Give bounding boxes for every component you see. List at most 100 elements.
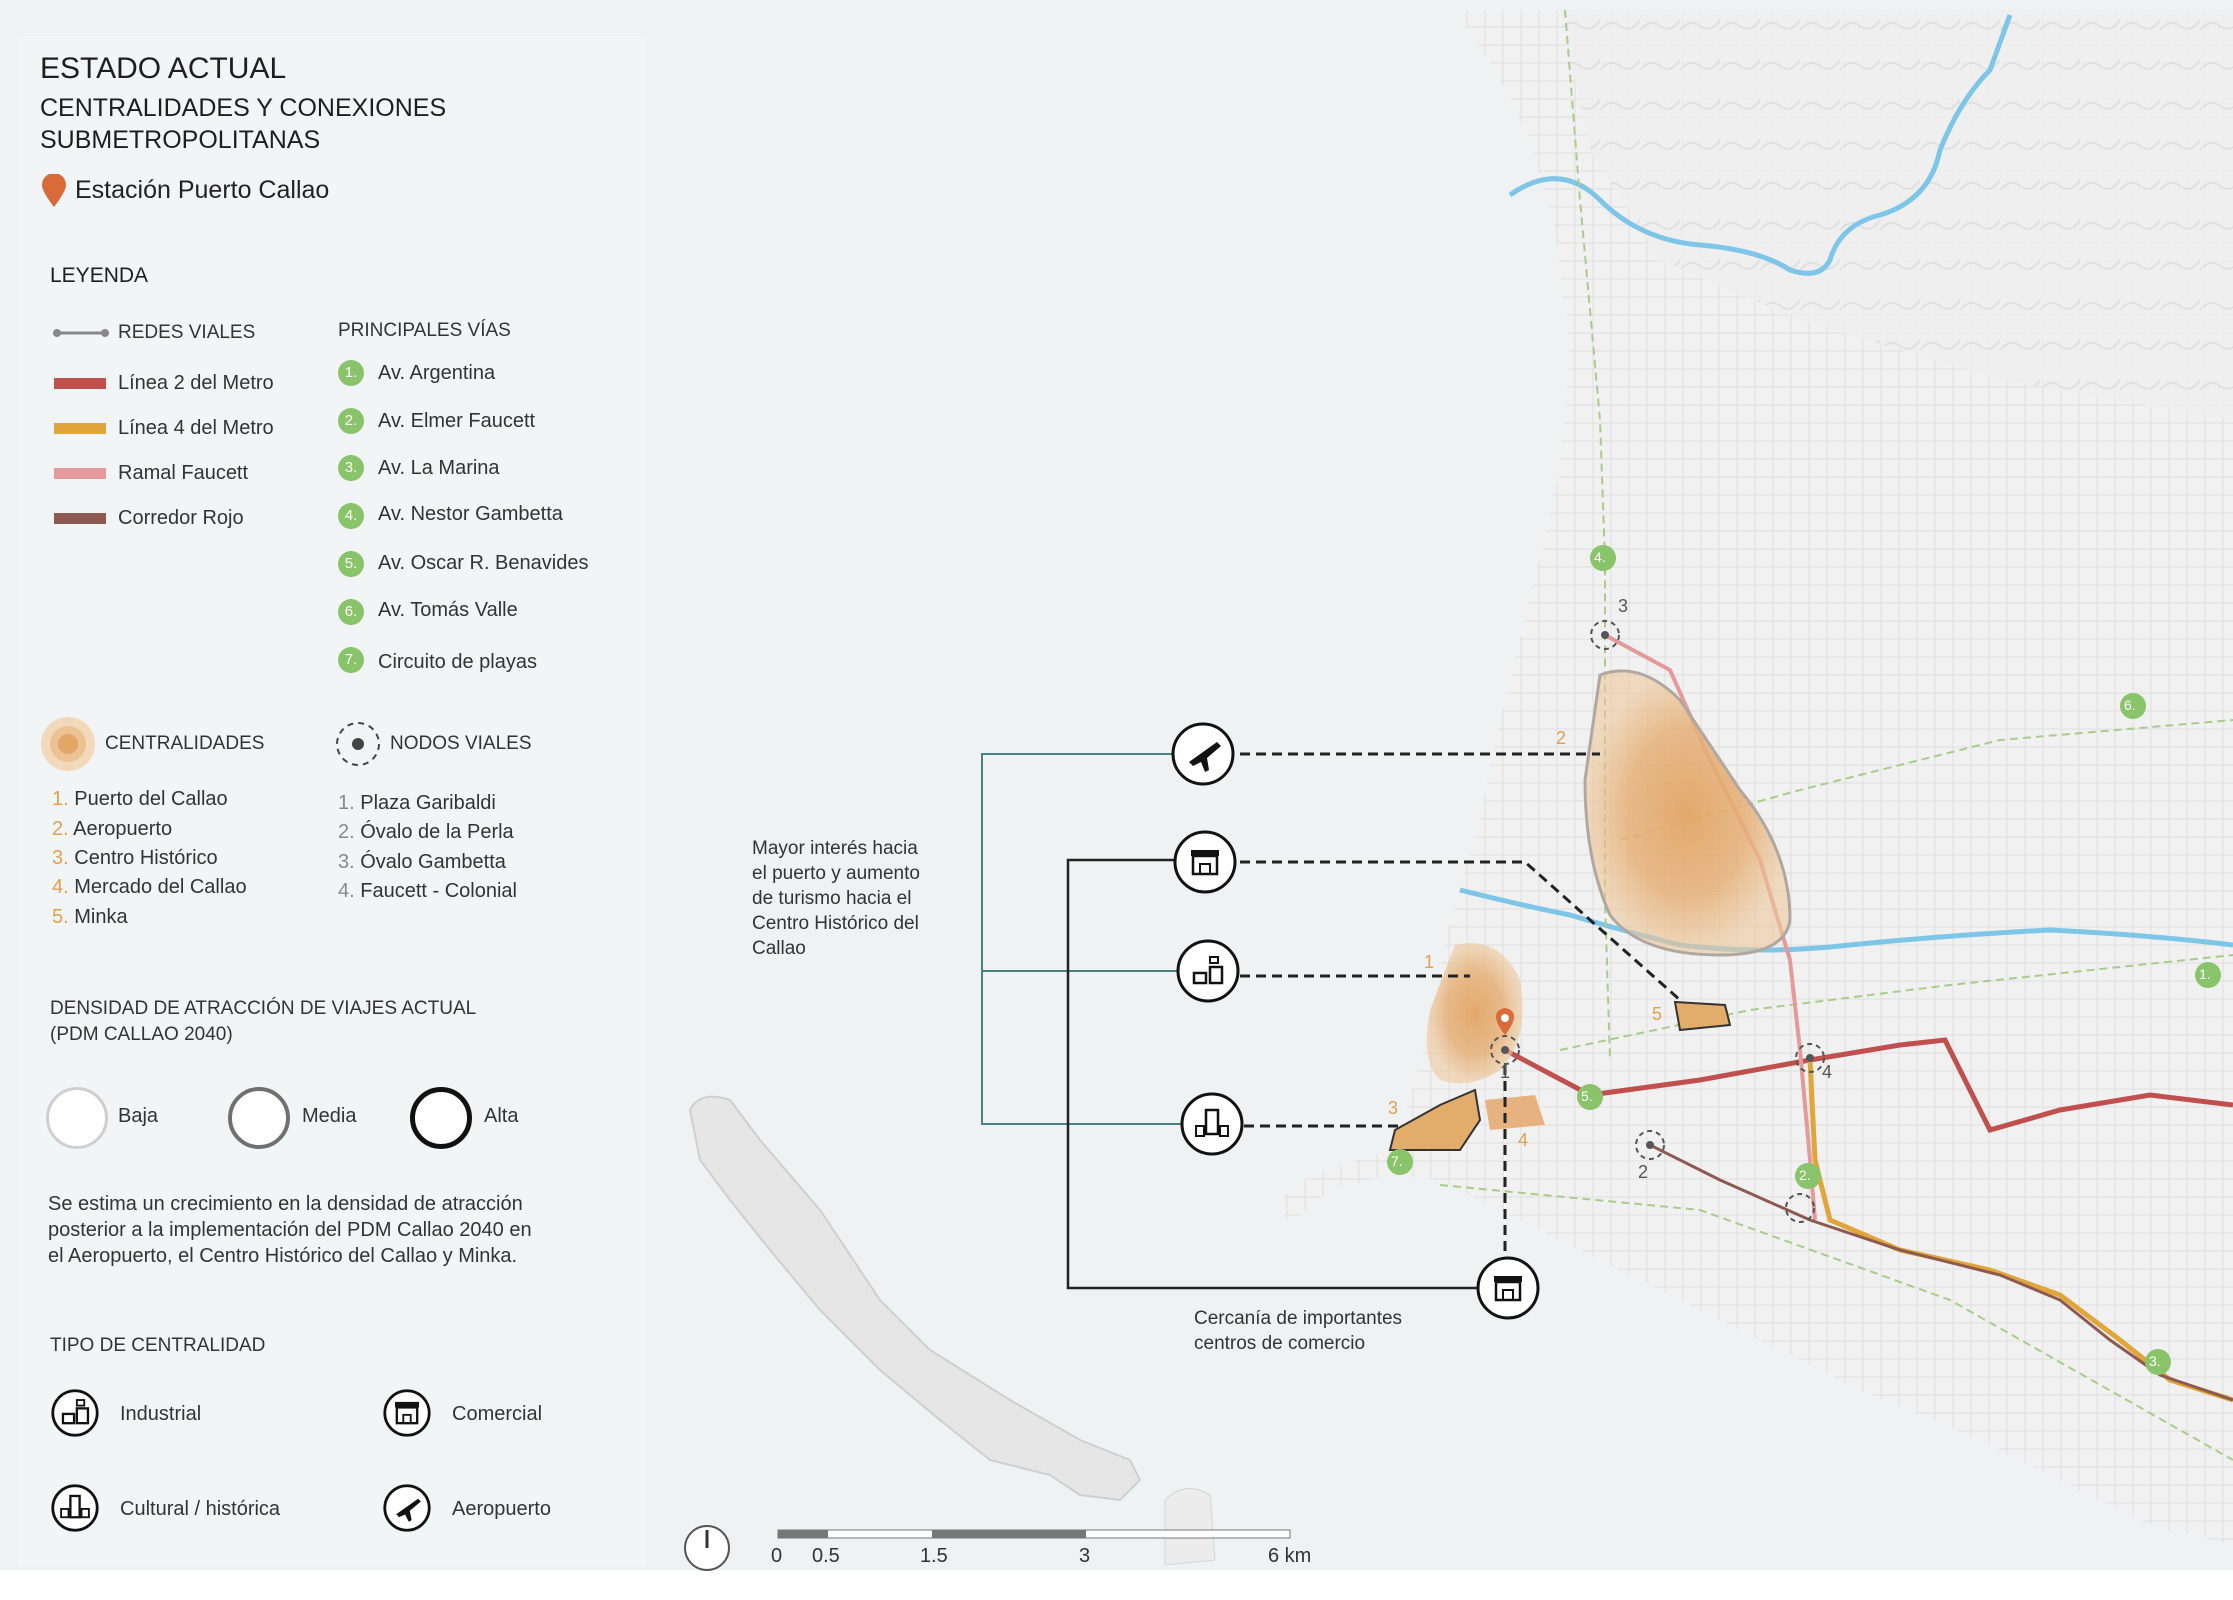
densidad-baja-label: Baja [118, 1105, 159, 1127]
nodo-label-4: Faucett - Colonial [360, 880, 517, 902]
industrial-icon [51, 1389, 99, 1437]
centralidades-icon [41, 717, 95, 771]
north-arrow [684, 1525, 730, 1571]
nodos-viales [1490, 620, 1825, 1223]
centralidad-label-4: Mercado del Callao [74, 876, 247, 898]
castle-icon [1180, 1092, 1244, 1156]
callout-comercio-line2: centros de comercio [1194, 1333, 1366, 1354]
densidad-title-line1: DENSIDAD DE ATRACCIÓN DE VIAJES ACTUAL [50, 998, 477, 1019]
scale-label-0: 0 [771, 1545, 783, 1567]
station-marker [1496, 1008, 1514, 1035]
nodo-num-2: 2. [338, 821, 355, 843]
callout-puerto-line1: Mayor interés hacia [752, 838, 918, 859]
via-badge-4: 4. [338, 503, 364, 529]
via-badge-7: 7. [338, 647, 364, 673]
via-label-2: Av. Elmer Faucett [378, 410, 536, 432]
map-centralidad-4: 4 [1518, 1130, 1529, 1150]
note-line1: Se estima un crecimiento en la densidad … [48, 1193, 523, 1215]
map-via-3: 3. [2149, 1353, 2161, 1369]
legend-panel [18, 36, 646, 1566]
nodo-label-3: Óvalo Gambetta [360, 851, 506, 873]
tipo-cultural-label: Cultural / histórica [120, 1498, 281, 1520]
callout-puerto: Mayor interés hacia el puerto y aumento … [752, 836, 952, 961]
page-title: ESTADO ACTUAL [40, 52, 287, 85]
centralidad-num-3: 3. [52, 847, 69, 869]
scale-label-1-5: 1.5 [920, 1545, 948, 1567]
via-badge-5: 5. [338, 551, 364, 577]
redes-viales-icon [53, 329, 109, 337]
tipo-industrial-label: Industrial [120, 1403, 202, 1425]
map-via-4: 4. [1594, 549, 1606, 565]
nodos-title: NODOS VIALES [390, 733, 532, 754]
via-label-1: Av. Argentina [378, 362, 496, 384]
store-icon-bottom [1476, 1256, 1540, 1320]
via-label-4: Av. Nestor Gambetta [378, 503, 563, 525]
densidad-media-label: Media [302, 1105, 357, 1127]
via-label-5: Av. Oscar R. Benavides [378, 552, 589, 574]
via-label-3: Av. La Marina [378, 457, 500, 479]
nodo-num-4: 4. [338, 880, 355, 902]
linea-4-label: Línea 4 del Metro [118, 417, 274, 439]
centralidad-num-5: 5. [52, 906, 69, 928]
linea-4-swatch [54, 423, 106, 434]
callout-puerto-line5: Callao [752, 938, 806, 959]
map-centralidad-3: 3 [1388, 1098, 1399, 1118]
tipo-title: TIPO DE CENTRALIDAD [50, 1335, 266, 1356]
via-badge-3: 3. [338, 455, 364, 481]
densidad-title-line2: (PDM CALLAO 2040) [50, 1024, 233, 1045]
centralidad-num-1: 1. [52, 788, 69, 810]
ramal-faucett-swatch [54, 468, 106, 479]
callout-puerto-line2: el puerto y aumento [752, 863, 920, 884]
redes-viales-label: REDES VIALES [118, 322, 256, 343]
densidad-alta-icon [410, 1087, 472, 1149]
nodo-num-3: 3. [338, 851, 355, 873]
island [688, 1095, 1142, 1502]
ramal-faucett-label: Ramal Faucett [118, 462, 249, 484]
callout-comercio-line1: Cercanía de importantes [1194, 1308, 1403, 1329]
densidad-baja-icon [46, 1087, 108, 1149]
river-rimac [1459, 887, 2233, 953]
corredor-rojo-swatch [54, 513, 106, 524]
centralidad-label-3: Centro Histórico [74, 847, 218, 869]
store-icon [1173, 830, 1237, 894]
note-line2: posterior a la implementación del PDM Ca… [48, 1219, 532, 1241]
page-subtitle-line1: CENTRALIDADES Y CONEXIONES [40, 94, 447, 122]
vias-title: PRINCIPALES VÍAS [338, 320, 511, 341]
airplane-icon [383, 1484, 431, 1532]
map-nodo-3: 3 [1618, 596, 1629, 616]
via-badge-2: 2. [338, 408, 364, 434]
callout-lines [981, 752, 1681, 1290]
land-mass [1280, 10, 2233, 1545]
map-via-1: 1. [2199, 966, 2211, 982]
callout-comercio: Cercanía de importantes centros de comer… [1194, 1306, 1434, 1356]
scale-label-3: 3 [1079, 1545, 1091, 1567]
centralidades-areas [1388, 669, 1792, 1151]
via-badges [1387, 545, 2221, 1375]
map-centralidad-5: 5 [1652, 1004, 1663, 1024]
centralidad-label-5: Minka [74, 906, 128, 928]
nodos-viales-icon [336, 722, 380, 766]
scale-bar [777, 1529, 1291, 1539]
map-via-5: 5. [1581, 1088, 1593, 1104]
river-chillon [1508, 14, 2013, 276]
via-badge-1: 1. [338, 360, 364, 386]
callout-puerto-line4: Centro Histórico del [752, 913, 919, 934]
linea-2 [1503, 1037, 2233, 1133]
nodo-label-2: Óvalo de la Perla [360, 821, 514, 843]
castle-icon [51, 1484, 99, 1532]
industrial-icon [1176, 939, 1240, 1003]
corredor-rojo [1649, 1143, 2233, 1402]
corredor-rojo-label: Corredor Rojo [118, 507, 244, 529]
map-nodo-4: 4 [1822, 1062, 1833, 1082]
page-subtitle-line2: SUBMETROPOLITANAS [40, 126, 321, 154]
legend-title: LEYENDA [50, 264, 149, 287]
linea-2-swatch [54, 378, 106, 389]
nodo-num-1: 1. [338, 792, 355, 814]
tipo-aeropuerto-label: Aeropuerto [452, 1498, 551, 1520]
densidad-alta-label: Alta [484, 1105, 519, 1127]
map-via-7: 7. [1391, 1153, 1403, 1169]
map-via-2: 2. [1799, 1167, 1811, 1183]
map-nodo-1: 1 [1500, 1062, 1511, 1082]
scale-label-0-5: 0.5 [812, 1545, 840, 1567]
centralidad-num-4: 4. [52, 876, 69, 898]
